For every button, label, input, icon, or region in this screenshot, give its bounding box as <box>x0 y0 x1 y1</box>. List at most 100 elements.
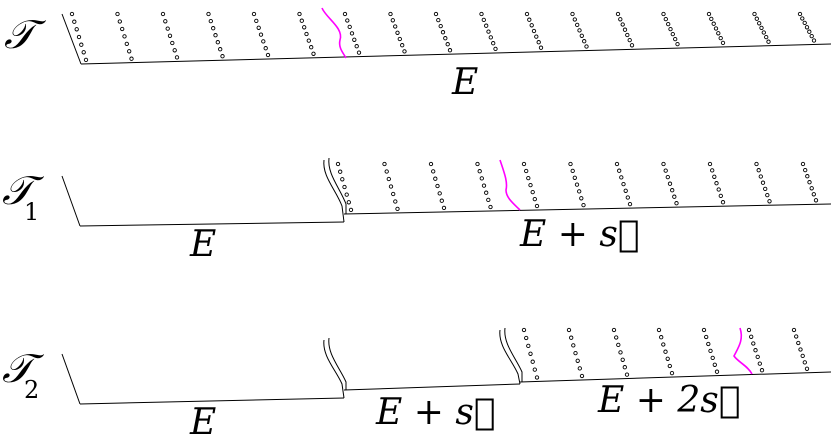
tile-dot <box>759 368 765 373</box>
tile-dot <box>170 40 175 46</box>
tile-dot <box>718 35 723 41</box>
tile-dot <box>767 199 772 204</box>
tile-dot <box>393 199 398 204</box>
tile-dot <box>669 370 675 376</box>
tile-dot <box>530 189 535 195</box>
tile-dot <box>714 181 719 186</box>
tile-dot <box>759 25 764 31</box>
tile-dot <box>710 168 715 173</box>
row-T2-label-E-plus-s: E + s⃗ <box>375 392 495 433</box>
tile-dot <box>439 198 444 203</box>
tile-dot <box>256 25 261 30</box>
tile-dot <box>528 351 533 356</box>
tile-dot <box>668 26 673 32</box>
tile-dot <box>625 32 630 38</box>
row-T1-dots <box>335 161 819 213</box>
tile-dot <box>804 366 810 371</box>
tile-dot <box>441 205 447 211</box>
tile-dot <box>354 44 359 49</box>
tile-dot <box>757 361 762 366</box>
tile-dot <box>665 174 670 180</box>
tile-dot <box>395 30 400 35</box>
tile-dot <box>477 169 482 174</box>
tile-dot <box>577 28 582 33</box>
tile-dot <box>807 180 812 185</box>
tile-dot <box>160 11 166 17</box>
tile-dot <box>479 176 484 181</box>
tile-dot <box>800 16 805 21</box>
tile-dot <box>431 169 436 174</box>
tile-dot <box>299 18 304 23</box>
tile-dot <box>797 11 803 17</box>
tile-dot <box>809 186 814 191</box>
tile-dot <box>718 193 723 199</box>
tile-dot <box>488 204 493 210</box>
tile-dot <box>536 40 541 45</box>
tile-dot <box>265 52 271 58</box>
tile-dot <box>344 192 349 197</box>
tile-dot <box>538 45 544 50</box>
tile-dot <box>258 32 264 37</box>
tile-dot <box>803 167 808 173</box>
tile-dot <box>388 11 393 17</box>
row-T-boundary-left <box>61 13 82 65</box>
tile-dot <box>526 343 531 349</box>
tile-dot <box>566 327 572 333</box>
tile-dot <box>306 38 311 43</box>
tile-dot <box>761 30 766 35</box>
tile-dot <box>356 50 362 55</box>
tile-dot <box>701 327 707 333</box>
tile-dot <box>571 343 576 348</box>
row-T1: 𝒯 1 E E + s⃗ <box>2 157 831 265</box>
tile-dot <box>751 341 756 346</box>
tile-dot <box>707 161 713 167</box>
tile-dot <box>800 353 805 359</box>
tile-dot <box>791 327 797 333</box>
row-T2-seam-2 <box>499 327 523 385</box>
tile-dot <box>521 161 527 167</box>
tile-dot <box>481 183 487 188</box>
row-T2-subscript: 2 <box>24 376 39 404</box>
tile-dot <box>338 169 343 174</box>
tile-dot <box>165 26 170 31</box>
tile-dot <box>622 27 628 32</box>
tile-dot <box>619 175 624 180</box>
tile-dot <box>493 46 498 52</box>
tile-dot <box>568 161 573 167</box>
tile-dot <box>83 57 89 63</box>
tile-dot <box>76 34 82 40</box>
tile-dot <box>528 182 533 188</box>
tile-dot <box>656 327 662 333</box>
tile-dot <box>436 17 441 23</box>
tile-dot <box>435 183 440 189</box>
tile-dot <box>753 348 758 353</box>
tile-dot <box>263 46 268 51</box>
tile-dot <box>302 25 307 30</box>
tile-dot <box>611 327 617 333</box>
tile-dot <box>438 23 443 29</box>
tile-dot <box>440 30 446 35</box>
tile-dot <box>297 11 302 17</box>
tile-dot <box>532 196 537 202</box>
tile-dot <box>397 36 402 42</box>
row-T2-dots <box>521 327 810 380</box>
row-T-highlight-curve <box>321 7 347 59</box>
tile-dot <box>711 21 716 26</box>
tile-dot <box>447 48 453 53</box>
tile-dot <box>445 42 450 47</box>
tile-dot <box>623 188 628 193</box>
tile-dot <box>708 348 713 354</box>
tile-dot <box>618 17 623 22</box>
tile-dot <box>617 168 622 173</box>
tile-dot <box>342 184 347 190</box>
row-T1-subscript: 1 <box>24 198 39 226</box>
tile-dot <box>805 174 810 179</box>
tile-dot <box>809 33 814 39</box>
tile-dot <box>670 31 675 37</box>
tile-dot <box>622 365 627 370</box>
row-T2-baseline <box>79 397 345 405</box>
tile-dot <box>811 38 817 43</box>
tile-dot <box>813 198 819 203</box>
tile-dot <box>261 39 266 44</box>
tile-dot <box>758 174 763 179</box>
